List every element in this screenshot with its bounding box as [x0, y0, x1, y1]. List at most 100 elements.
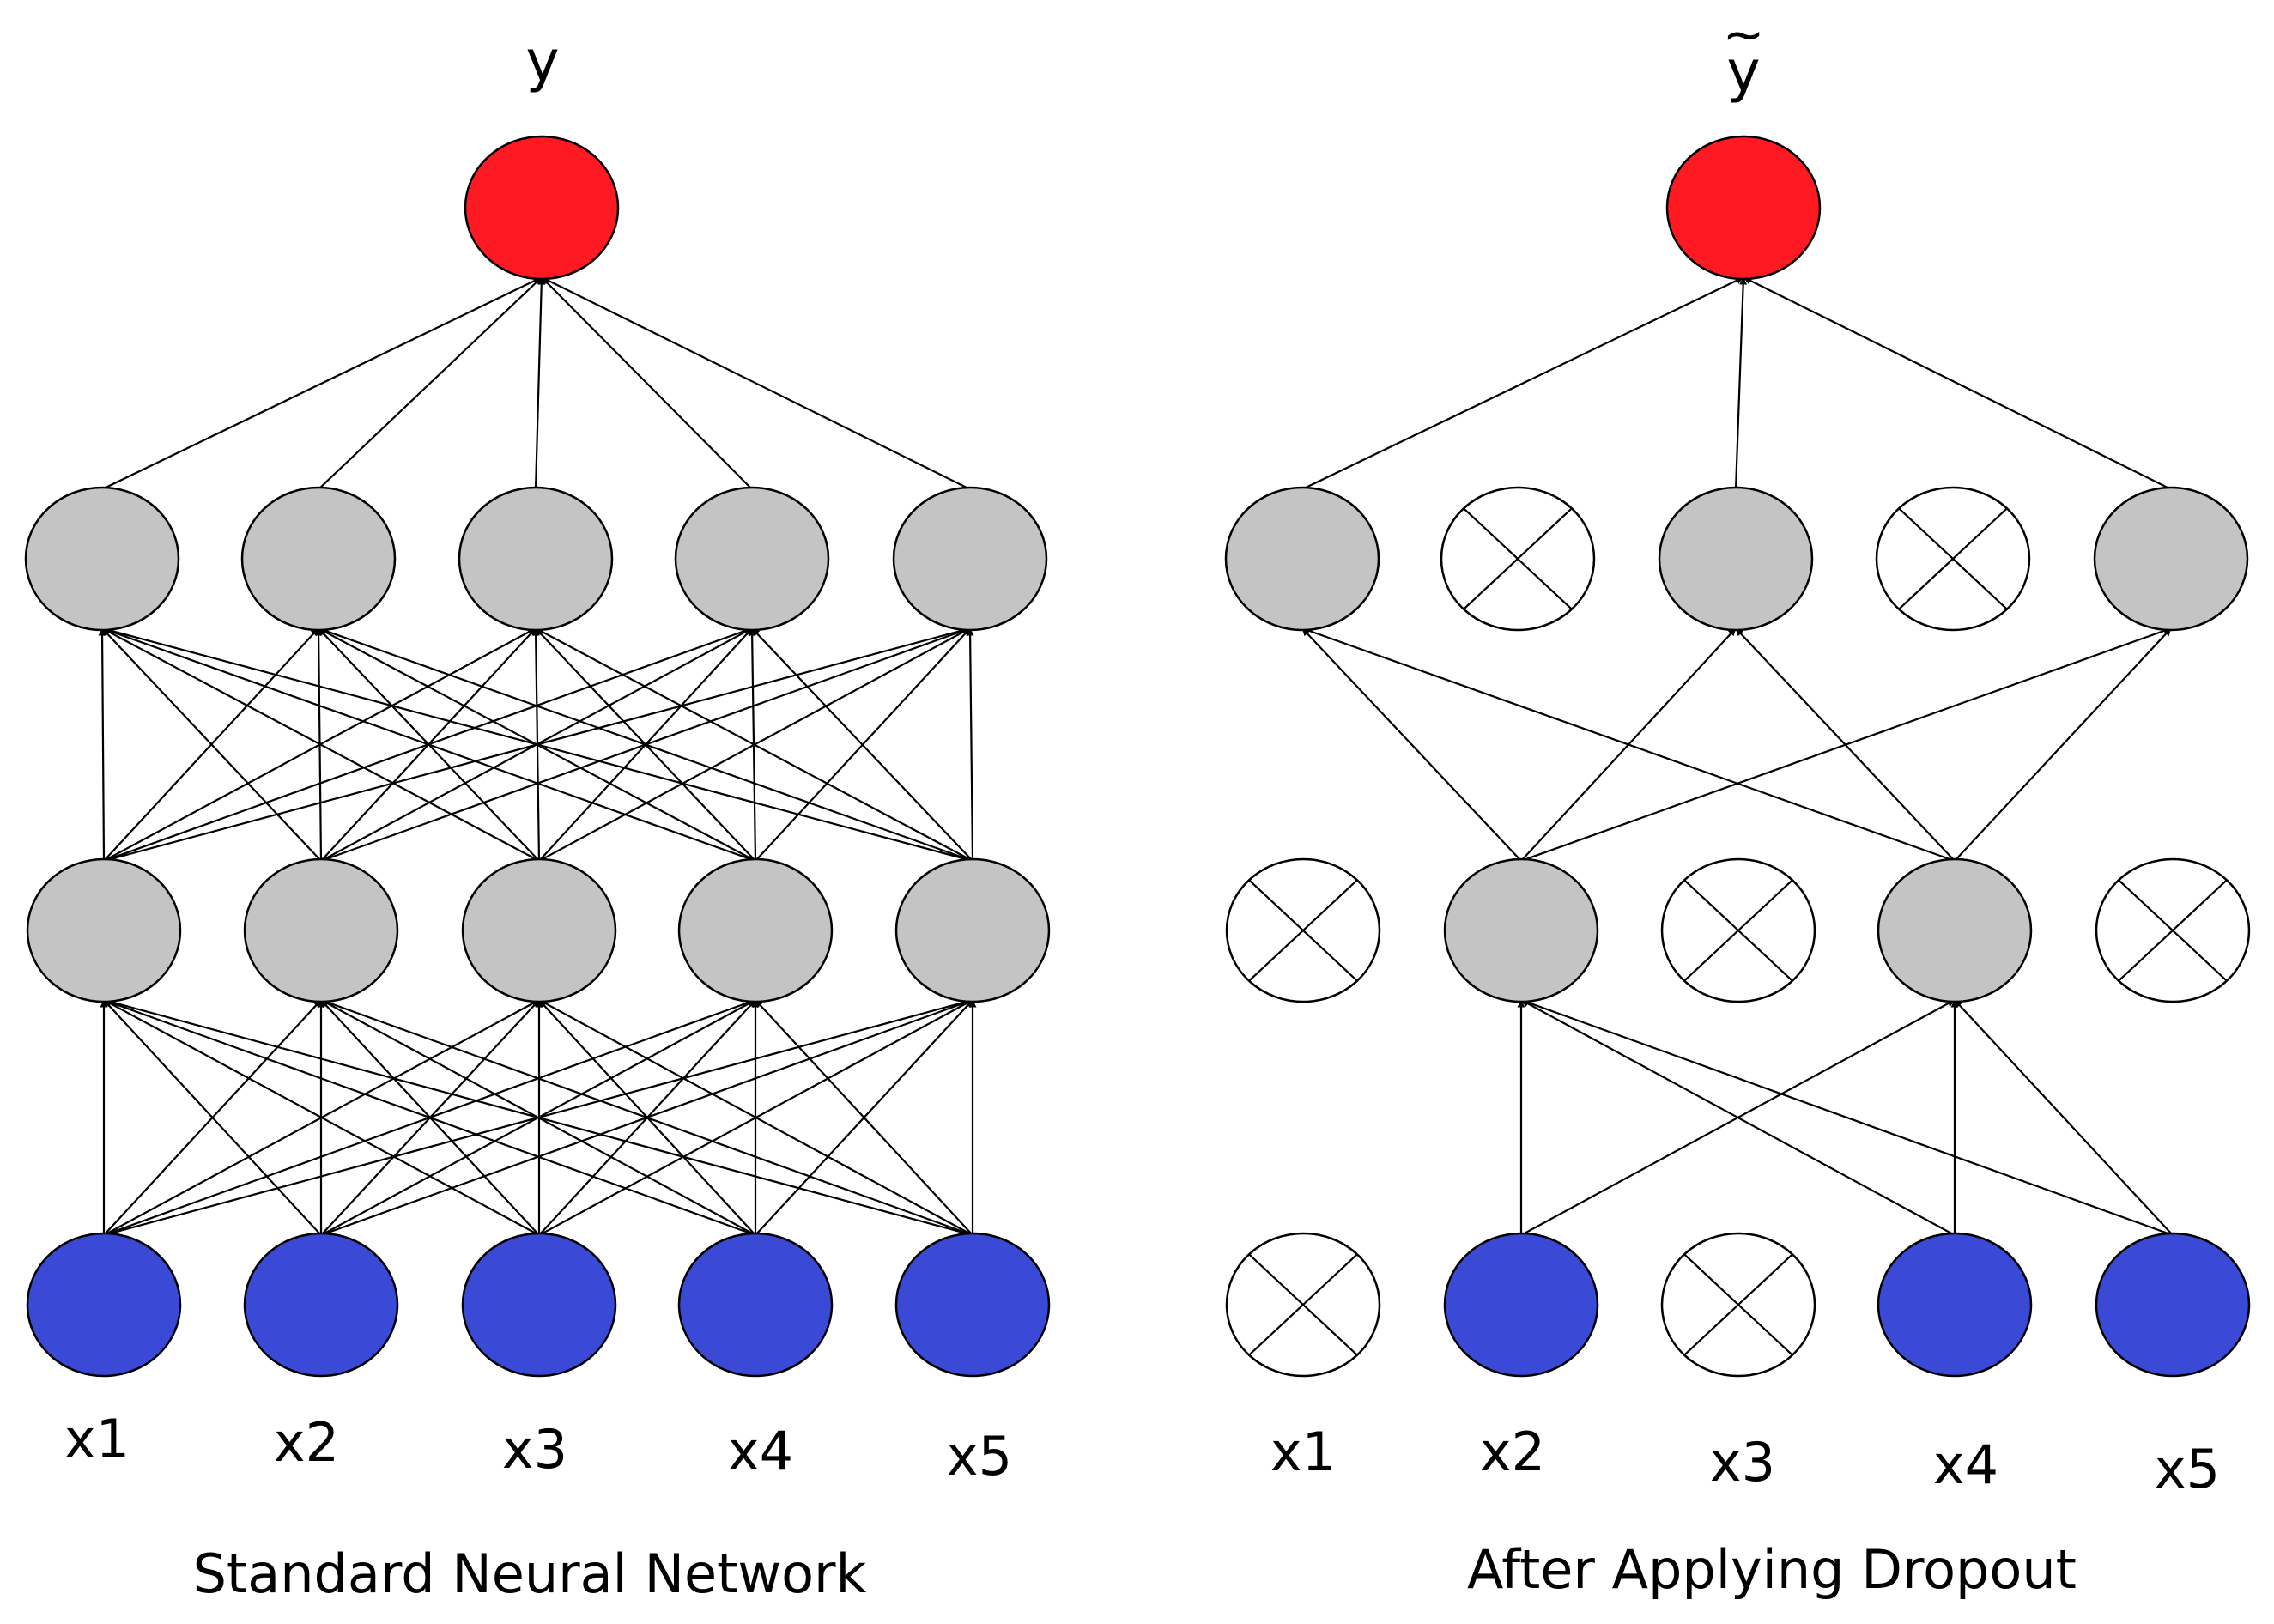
standard-edge-hidden1-5-to-hidden2-1	[101, 626, 973, 863]
standard-input-node-5	[894, 1232, 1051, 1378]
dropout-hidden2-node-4-cross-line-b	[1898, 507, 2008, 610]
dropout-hidden1-node-4-circle	[1877, 857, 2033, 1003]
dropout-caption: After Applying Dropout	[1467, 1538, 2077, 1601]
dropout-edge-hidden1-4-to-hidden2-1	[1301, 627, 1956, 863]
standard-input-node-3-circle	[461, 1232, 617, 1378]
standard-edge-hidden2-4-to-output	[541, 276, 753, 490]
dropout-edge-hidden2-3-to-output	[1734, 276, 1748, 490]
standard-hidden2-node-5-circle	[892, 486, 1048, 632]
standard-edge-hidden1-5-to-hidden2-4	[751, 627, 973, 862]
standard-edges	[98, 276, 977, 1237]
standard-edge-input3-to-hidden1-1	[103, 999, 540, 1236]
standard-nodes	[24, 135, 1051, 1378]
standard-input-label-x2: x2	[274, 1411, 339, 1474]
standard-edge-hidden1-5-to-hidden2-5	[966, 627, 974, 862]
standard-edge-hidden1-1-to-hidden2-1	[98, 627, 106, 862]
dropout-edge-hidden2-1-to-output	[1301, 276, 1744, 490]
standard-hidden1-node-4-circle	[677, 857, 834, 1003]
standard-hidden2-node-4	[674, 486, 830, 632]
dropout-hidden2-node-3-circle	[1658, 486, 1814, 632]
standard-edge-hidden2-3-to-output	[534, 276, 546, 490]
dropout-edge-input5-to-hidden1-4	[1954, 999, 2174, 1236]
standard-input-node-2	[243, 1232, 399, 1378]
standard-output-label: y	[525, 28, 559, 94]
standard-edge-hidden2-5-to-output	[541, 276, 971, 490]
dropout-input-node-5-circle	[2095, 1232, 2251, 1378]
standard-hidden2-node-2-circle	[240, 486, 397, 632]
dropout-output-node	[1665, 135, 1822, 281]
standard-edge-hidden2-1-to-output	[101, 276, 543, 490]
dropout-hidden1-node-5-cross-line-b	[2118, 879, 2228, 982]
standard-hidden1-node-2-circle	[243, 857, 399, 1003]
standard-edge-input4-to-hidden1-1	[103, 998, 756, 1237]
dropout-output-tilde: ~	[1723, 5, 1765, 64]
dropout-input-label-x2: x2	[1480, 1421, 1545, 1483]
standard-edge-hidden1-3-to-hidden2-1	[101, 627, 540, 862]
dropout-input-labels: x1 x2 x3 x4 x5	[1270, 1421, 2220, 1500]
standard-input-label-x4: x4	[728, 1420, 793, 1482]
standard-edge-input5-to-hidden1-4	[755, 999, 973, 1236]
dropout-hidden2-node-3	[1658, 486, 1814, 632]
dropout-edge-hidden1-4-to-hidden2-5	[1954, 627, 2172, 862]
standard-hidden2-node-3	[458, 486, 614, 632]
standard-input-node-1	[26, 1232, 182, 1378]
standard-hidden2-node-1-circle	[24, 486, 180, 632]
standard-input-label-x1: x1	[64, 1408, 130, 1470]
standard-hidden1-node-1	[26, 857, 182, 1003]
dropout-edge-hidden2-5-to-output	[1743, 276, 2172, 490]
standard-hidden1-node-3-circle	[461, 857, 617, 1003]
dropout-nodes	[1224, 135, 2251, 1378]
dropout-hidden2-node-1	[1224, 486, 1380, 632]
dropout-input-node-1-cross-line-b	[1248, 1253, 1358, 1356]
standard-hidden2-node-4-circle	[674, 486, 830, 632]
dropout-input-node-2	[1443, 1232, 1599, 1378]
dropout-hidden1-node-2	[1443, 857, 1599, 1003]
standard-input-node-4	[677, 1232, 834, 1378]
standard-edge-hidden1-5-to-hidden2-3	[535, 627, 973, 862]
dropout-input-node-3-cross-line-b	[1683, 1253, 1793, 1356]
standard-hidden2-node-2	[240, 486, 397, 632]
standard-input-node-5-circle	[894, 1232, 1051, 1378]
standard-network-panel: y x1 x2 x3 x4 x5 Standard Neural Network	[24, 28, 1051, 1605]
standard-edge-hidden1-5-to-hidden2-2	[318, 627, 973, 863]
standard-input-node-3	[461, 1232, 617, 1378]
dropout-hidden2-node-5	[2093, 486, 2249, 632]
standard-output-node	[464, 135, 620, 281]
dropout-edge-input5-to-hidden1-2	[1520, 998, 2174, 1237]
standard-edge-hidden2-2-to-output	[318, 276, 543, 490]
dropout-hidden1-node-3-cross-line-b	[1683, 879, 1793, 982]
standard-input-label-x5: x5	[947, 1425, 1012, 1488]
standard-output-node-circle	[464, 135, 620, 281]
standard-input-node-1-circle	[26, 1232, 182, 1378]
dropout-input-label-x1: x1	[1270, 1421, 1336, 1483]
standard-hidden1-node-5-circle	[894, 857, 1051, 1003]
dropout-hidden2-node-2-cross-line-b	[1463, 507, 1573, 610]
dropout-input-label-x3: x3	[1710, 1431, 1775, 1494]
standard-hidden2-node-1	[24, 486, 180, 632]
standard-hidden1-node-1-circle	[26, 857, 182, 1003]
standard-edge-input5-to-hidden1-2	[320, 998, 973, 1237]
dropout-edge-hidden1-2-to-hidden2-1	[1301, 627, 1522, 862]
dropout-hidden1-node-4	[1877, 857, 2033, 1003]
dropout-network-panel: ~ y x1 x2 x3 x4 x5 After Applying Dropou…	[1224, 5, 2251, 1601]
standard-edge-input5-to-hidden1-1	[103, 997, 973, 1237]
dropout-hidden2-node-2	[1440, 486, 1596, 632]
standard-edge-input2-to-hidden1-1	[103, 999, 322, 1236]
dropout-input-node-4-circle	[1877, 1232, 2033, 1378]
standard-edge-hidden1-4-to-hidden2-1	[101, 627, 756, 863]
standard-input-node-4-circle	[677, 1232, 834, 1378]
standard-hidden1-node-5	[894, 857, 1051, 1003]
dropout-input-node-2-circle	[1443, 1232, 1599, 1378]
standard-edge-input5-to-hidden1-3	[538, 999, 973, 1236]
dropout-hidden1-node-3	[1660, 857, 1816, 1003]
standard-hidden2-node-5	[892, 486, 1048, 632]
standard-hidden1-node-4	[677, 857, 834, 1003]
dropout-hidden2-node-5-circle	[2093, 486, 2249, 632]
dropout-output-node-circle	[1665, 135, 1822, 281]
dropout-input-label-x5: x5	[2155, 1438, 2220, 1500]
dropout-input-node-3	[1660, 1232, 1816, 1378]
dropout-output-label: y	[1726, 39, 1760, 105]
standard-hidden1-node-3	[461, 857, 617, 1003]
standard-input-labels: x1 x2 x3 x4 x5	[64, 1408, 1012, 1488]
